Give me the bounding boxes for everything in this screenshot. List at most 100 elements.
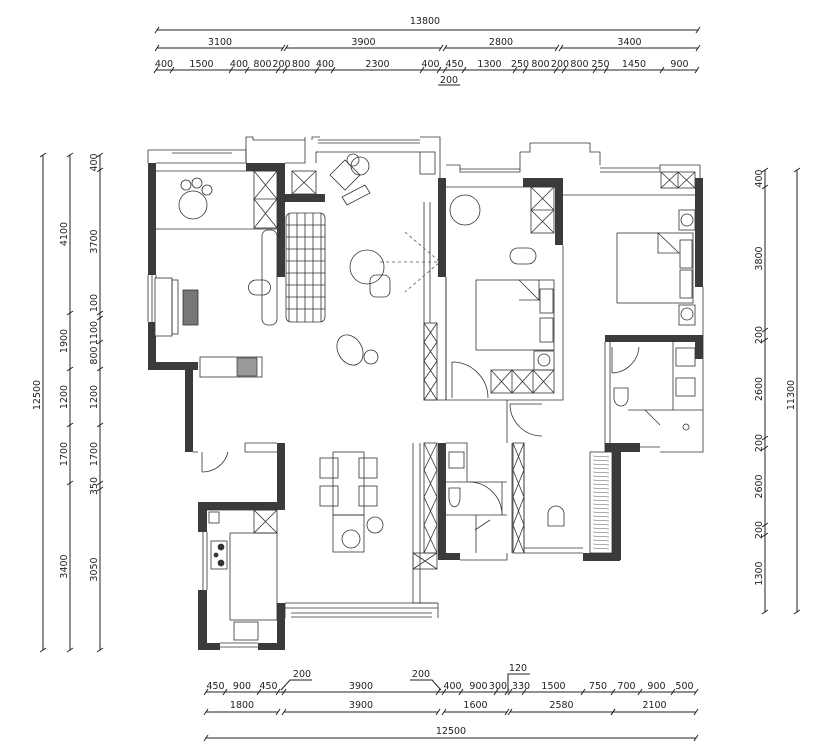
dimension-label: 900 xyxy=(233,681,251,692)
dimension-tick xyxy=(695,44,701,52)
dimension-label: 900 xyxy=(647,681,665,692)
dimension-label: 400 xyxy=(316,59,334,70)
dimension-tick xyxy=(169,66,175,74)
dimension-label: 200 xyxy=(272,59,290,70)
dimension-label: 11300 xyxy=(786,380,797,410)
dimension-tick xyxy=(761,167,769,173)
dimension-label: 3400 xyxy=(617,37,641,48)
dimension-label: 1600 xyxy=(463,700,487,711)
dimension-label: 400 xyxy=(155,59,173,70)
fridge xyxy=(419,151,436,175)
dimension-label: 1800 xyxy=(230,700,254,711)
master-bath-door xyxy=(611,346,640,374)
dimension-label: 3900 xyxy=(351,37,375,48)
dimension-label: 450 xyxy=(206,681,224,692)
dimension-tick xyxy=(461,66,467,74)
dimension-label: 1900 xyxy=(59,329,70,353)
dimension-label: 200 xyxy=(551,59,569,70)
dimension-tick xyxy=(96,339,104,345)
dimension-tick xyxy=(203,688,209,696)
dimension-tick xyxy=(442,66,448,74)
dimension-label: 200 xyxy=(754,326,765,344)
dimension-label: 1700 xyxy=(59,442,70,466)
dimension-tick xyxy=(203,708,209,716)
bath-sink xyxy=(448,451,465,469)
dimension-tick xyxy=(693,734,699,742)
bed-bedroom2 xyxy=(475,279,555,351)
dimension-tick xyxy=(96,152,104,158)
stool xyxy=(248,279,271,296)
dimension-label: 400 xyxy=(89,153,100,171)
dimension-tick xyxy=(154,26,160,34)
dimension-tick xyxy=(670,688,676,696)
dimension-tick xyxy=(66,310,74,316)
dimension-tick xyxy=(435,688,441,696)
console xyxy=(199,356,263,378)
closet-hangers xyxy=(592,455,610,550)
dimension-label: 12500 xyxy=(436,726,466,737)
wardrobes xyxy=(253,170,696,570)
dimension-tick xyxy=(610,708,616,716)
dimension-tick xyxy=(153,66,159,74)
dimension-tick xyxy=(558,44,564,52)
entry-door xyxy=(201,451,229,473)
dimension-label: 2600 xyxy=(754,377,765,401)
dimension-tick xyxy=(154,44,160,52)
dimension-label: 750 xyxy=(589,681,607,692)
bed-master xyxy=(616,232,694,304)
dimension-label: 13800 xyxy=(410,16,440,27)
dimension-tick xyxy=(281,708,287,716)
dimension-tick xyxy=(507,708,513,716)
round-table-set xyxy=(178,177,213,220)
dimension-label: 800 xyxy=(253,59,271,70)
dimension-label: 450 xyxy=(259,681,277,692)
dimension-tick xyxy=(761,327,769,333)
dimension-label: 2800 xyxy=(489,37,513,48)
dimension-tick xyxy=(553,66,559,74)
walls xyxy=(148,163,703,650)
dimension-label: 800 xyxy=(292,59,310,70)
dimension-label: 200 xyxy=(754,521,765,539)
dimension-tick xyxy=(761,445,769,451)
dimension-tick xyxy=(330,66,336,74)
doors xyxy=(201,231,640,516)
dimension-tick xyxy=(512,66,518,74)
dimension-label: 1700 xyxy=(89,442,100,466)
dimension-tick xyxy=(493,688,499,696)
dimension-label: 1300 xyxy=(477,59,501,70)
dimension-tick xyxy=(580,688,586,696)
dimension-tick xyxy=(761,609,769,615)
dimension-tick xyxy=(603,66,609,74)
dimension-label: 4100 xyxy=(59,222,70,246)
dimension-tick xyxy=(244,66,250,74)
dimension-tick xyxy=(66,480,74,486)
dimension-tick xyxy=(761,184,769,190)
toilet xyxy=(613,387,629,407)
dimension-tick xyxy=(275,688,281,696)
dimension-label: 200 xyxy=(412,669,430,680)
dimension-tick xyxy=(66,422,74,428)
stool xyxy=(547,505,565,527)
dimension-tick xyxy=(96,315,104,321)
dimension-tick xyxy=(438,44,444,52)
dimension-label: 700 xyxy=(617,681,635,692)
ottoman xyxy=(336,334,379,366)
dimension-tick xyxy=(96,167,104,173)
cabinet xyxy=(208,511,220,524)
dimension-tick xyxy=(793,167,801,173)
shower-door xyxy=(474,519,491,531)
dimension-tick xyxy=(66,366,74,372)
dimension-tick xyxy=(442,44,448,52)
dimension-tick xyxy=(761,337,769,343)
dimension-tick xyxy=(441,708,447,716)
dimension-label: 500 xyxy=(675,681,693,692)
dimension-tick xyxy=(610,688,616,696)
dimension-tick xyxy=(275,66,281,74)
dimension-label: 450 xyxy=(445,59,463,70)
dimension-tick xyxy=(694,66,700,74)
armchair xyxy=(329,153,371,206)
dimension-label: 800 xyxy=(570,59,588,70)
dimension-label: 800 xyxy=(89,346,100,364)
dimension-tick xyxy=(203,734,209,742)
